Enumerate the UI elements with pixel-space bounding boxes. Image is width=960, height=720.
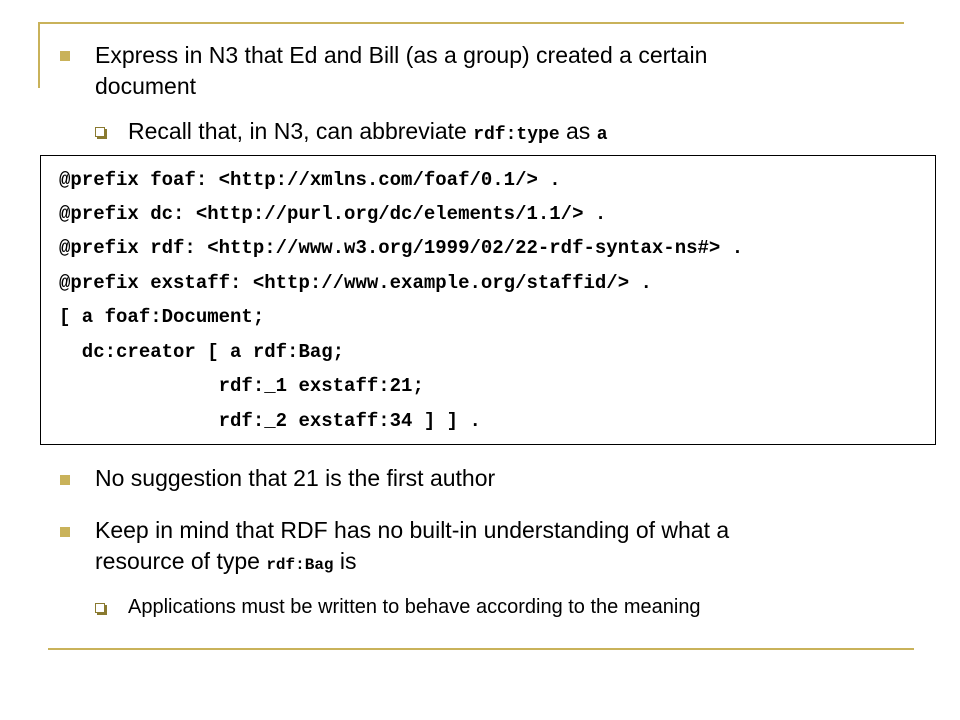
top-rule [38, 22, 904, 24]
bottom-rule [48, 648, 914, 650]
code-box: @prefix foaf: <http://xmlns.com/foaf/0.1… [40, 155, 936, 445]
sub-bullet-square-icon [95, 127, 105, 137]
sub-bullet-1-text: Recall that, in N3, can abbreviate [128, 118, 474, 144]
code-rdf-bag: rdf:Bag [266, 556, 334, 574]
bullet-3-text: resource of type [95, 548, 267, 574]
bullet-1-line-1: Express in N3 that Ed and Bill (as a gro… [95, 42, 708, 68]
bullet-3-line-2: resource of type rdf:Bag is [95, 546, 357, 581]
code-line-8: rdf:_2 exstaff:34 ] ] . [59, 410, 481, 432]
code-line-5: [ a foaf:Document; [59, 306, 265, 328]
sub-bullet-1: Recall that, in N3, can abbreviate rdf:t… [128, 116, 608, 150]
bullet-square-icon [60, 475, 70, 485]
code-a: a [596, 125, 608, 145]
sub-bullet-3: Applications must be written to behave a… [128, 596, 701, 618]
code-line-1: @prefix foaf: <http://xmlns.com/foaf/0.1… [59, 169, 561, 191]
bullet-2: No suggestion that 21 is the first autho… [95, 465, 496, 491]
code-line-3: @prefix rdf: <http://www.w3.org/1999/02/… [59, 237, 744, 259]
code-line-7: rdf:_1 exstaff:21; [59, 375, 424, 397]
bullet-square-icon [60, 527, 70, 537]
code-line-2: @prefix dc: <http://purl.org/dc/elements… [59, 203, 607, 225]
bullet-1-line-2: document [95, 73, 197, 99]
bullet-3-line-1: Keep in mind that RDF has no built-in un… [95, 517, 730, 543]
left-rule [38, 22, 40, 88]
bullet-3-suffix: is [333, 548, 357, 574]
bullet-square-icon [60, 51, 70, 61]
sub-bullet-square-icon [95, 603, 105, 613]
code-line-4: @prefix exstaff: <http://www.example.org… [59, 272, 652, 294]
code-line-6: dc:creator [ a rdf:Bag; [59, 341, 345, 363]
sub-bullet-1-mid: as [559, 118, 597, 144]
code-rdf-type: rdf:type [473, 125, 560, 145]
